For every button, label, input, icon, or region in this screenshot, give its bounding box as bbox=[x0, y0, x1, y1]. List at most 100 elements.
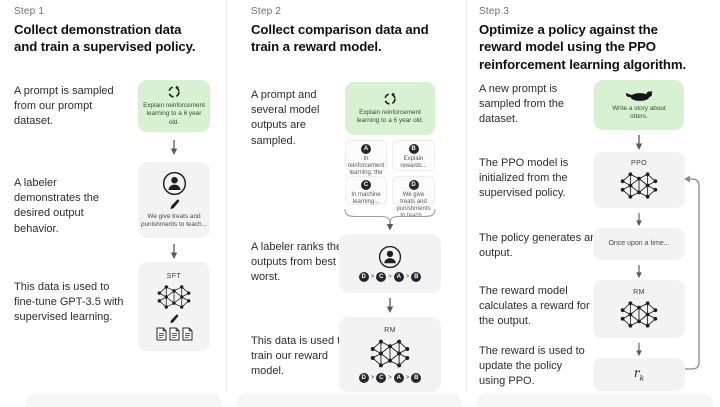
reward-symbol: rk bbox=[634, 366, 644, 382]
document-icon bbox=[182, 327, 192, 340]
output-card: A In reinforcement learning, the agent i… bbox=[345, 140, 387, 183]
stage-description: This data is used to fine-tune GPT-3.5 w… bbox=[14, 281, 124, 324]
feedback-arrow-icon bbox=[684, 175, 700, 370]
ranking: D > C > A > B bbox=[358, 272, 422, 282]
stage-description: A labeler ranks the outputs from best to… bbox=[251, 241, 349, 284]
output-text: We give treats and punishments to teach.… bbox=[396, 192, 431, 219]
step-heading: Collect demonstration data and train a s… bbox=[14, 21, 224, 56]
down-arrow-icon bbox=[386, 297, 394, 314]
output-card: C In machine learning... bbox=[345, 176, 387, 205]
stage-description: The reward model calculates a reward for… bbox=[479, 285, 590, 328]
policy-output-box: Once upon a time... bbox=[593, 228, 685, 260]
stage-description: A prompt is sampled from our prompt data… bbox=[14, 85, 114, 128]
rank-separator: > bbox=[370, 374, 375, 381]
down-arrow-icon bbox=[635, 212, 643, 227]
prompt-example: Explain reinforcement learning to a 6 ye… bbox=[356, 108, 424, 124]
output-example-text: Once upon a time... bbox=[608, 240, 670, 248]
document-icon bbox=[156, 327, 166, 340]
rank-badge: A bbox=[393, 272, 404, 282]
model-label: SFT bbox=[166, 272, 182, 280]
network-icon bbox=[157, 284, 191, 309]
prompt-box: Explain reinforcement learning to a 6 ye… bbox=[138, 80, 210, 132]
brace-icon bbox=[344, 208, 436, 231]
down-arrow-icon bbox=[170, 243, 178, 260]
heading-line: Collect demonstration data bbox=[14, 22, 182, 37]
stage-description: The reward is used to update the policy … bbox=[479, 345, 585, 388]
step-label: Step 3 bbox=[479, 6, 510, 17]
pen-icon bbox=[169, 199, 179, 209]
rank-badge: B bbox=[411, 372, 422, 383]
stage-description: This data is used to train our reward mo… bbox=[251, 335, 347, 378]
bottom-strip bbox=[25, 394, 222, 407]
heading-line: train a reward model. bbox=[251, 39, 382, 55]
prompt-example: Explain reinforcement learning to a 6 ye… bbox=[143, 101, 205, 126]
network-icon bbox=[620, 300, 658, 328]
ranking: D > C > A > B bbox=[358, 372, 422, 383]
output-letter-badge: D bbox=[408, 180, 419, 190]
pen-icon bbox=[170, 314, 179, 323]
network-icon bbox=[370, 338, 410, 368]
reward-box: rk bbox=[593, 358, 685, 391]
down-arrow-icon bbox=[170, 139, 178, 156]
heading-line: Optimize a policy against the bbox=[479, 22, 658, 37]
heading-line: Collect comparison data and bbox=[251, 22, 429, 37]
rank-badge: A bbox=[393, 372, 404, 383]
ranking-box: D > C > A > B bbox=[339, 234, 441, 293]
prompt-example: Write a story about otters. bbox=[612, 104, 666, 120]
rank-badge: D bbox=[358, 372, 369, 383]
person-icon bbox=[162, 171, 186, 195]
stage-description: A new prompt is sampled from the dataset… bbox=[479, 83, 564, 126]
rm-model-box: RM D > C > A > B bbox=[339, 317, 441, 392]
step-3-column: Step 3 Optimize a policy against the rew… bbox=[467, 0, 720, 407]
demonstration-text: We give treats and punishments to teach.… bbox=[140, 212, 208, 228]
step-label: Step 2 bbox=[251, 6, 282, 17]
step-heading: Optimize a policy against the reward mod… bbox=[479, 21, 714, 73]
sft-model-box: SFT bbox=[138, 262, 210, 351]
reward-symbol-base: r bbox=[633, 366, 640, 381]
down-arrow-icon bbox=[635, 342, 643, 357]
otter-icon bbox=[625, 90, 653, 101]
step-1-column: Step 1 Collect demonstration data and tr… bbox=[0, 0, 227, 407]
documents-row bbox=[156, 327, 193, 341]
model-label: RM bbox=[384, 326, 396, 334]
prompt-box: Explain reinforcement learning to a 6 ye… bbox=[345, 82, 435, 135]
heading-line: reward model using the PPO bbox=[479, 39, 656, 55]
rank-badge: D bbox=[358, 272, 369, 282]
rank-badge: C bbox=[376, 272, 387, 282]
down-arrow-icon bbox=[635, 264, 643, 279]
rank-separator: > bbox=[370, 274, 375, 280]
prompt-box: Write a story about otters. bbox=[594, 80, 684, 130]
person-icon bbox=[378, 245, 402, 269]
cycle-icon bbox=[384, 91, 396, 105]
down-arrow-icon bbox=[635, 134, 643, 151]
step-heading: Collect comparison data and train a rewa… bbox=[251, 21, 463, 56]
document-icon bbox=[169, 327, 179, 340]
stage-description: A prompt and several model outputs are s… bbox=[251, 89, 320, 147]
rank-badge: B bbox=[411, 272, 422, 282]
cycle-icon bbox=[168, 84, 180, 98]
bottom-strip bbox=[476, 394, 713, 407]
rm-model-box: RM bbox=[593, 280, 685, 338]
rank-separator: > bbox=[405, 374, 410, 381]
stage-description: The PPO model is initialized from the su… bbox=[479, 157, 569, 200]
stage-description: A labeler demonstrates the desired outpu… bbox=[14, 177, 99, 235]
rank-badge: C bbox=[376, 372, 387, 383]
output-letter-badge: C bbox=[361, 180, 371, 190]
heading-line: reinforcement learning algorithm. bbox=[479, 56, 687, 72]
output-text: Explain rewards... bbox=[400, 156, 427, 169]
stage-description: The policy generates an output. bbox=[479, 232, 597, 260]
network-icon bbox=[620, 171, 658, 199]
ppo-model-box: PPO bbox=[593, 152, 685, 208]
model-label: PPO bbox=[631, 159, 647, 167]
labeler-box: We give treats and punishments to teach.… bbox=[138, 162, 210, 238]
output-card: B Explain rewards... bbox=[392, 140, 435, 171]
output-letter-badge: A bbox=[361, 144, 371, 154]
heading-line: and train a supervised policy. bbox=[14, 39, 196, 55]
output-card: D We give treats and punishments to teac… bbox=[392, 176, 435, 219]
bottom-strip bbox=[236, 394, 462, 407]
step-2-column: Step 2 Collect comparison data and train… bbox=[227, 0, 467, 407]
output-letter-badge: B bbox=[408, 144, 419, 154]
step-label: Step 1 bbox=[14, 6, 45, 17]
model-label: RM bbox=[633, 288, 645, 296]
